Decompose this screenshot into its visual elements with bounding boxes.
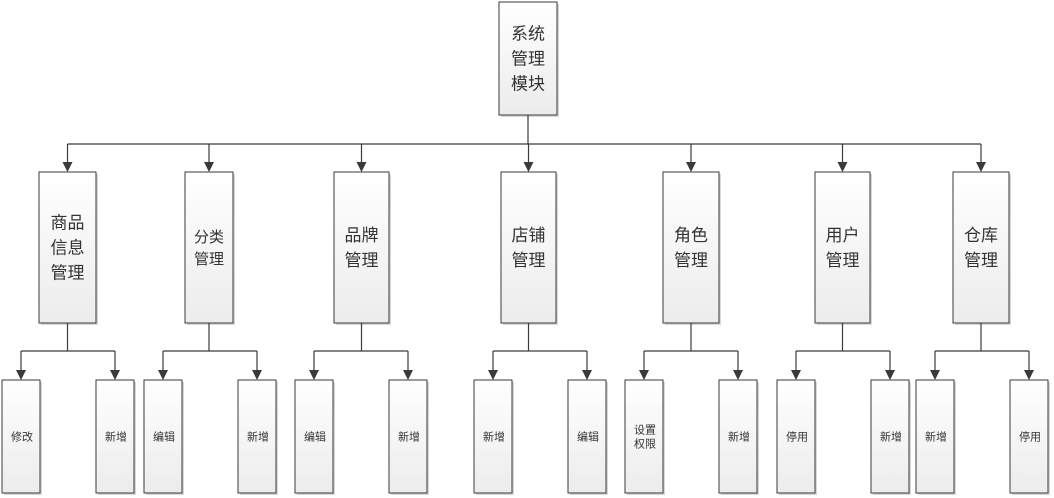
root-node-label: 管理 (511, 50, 545, 70)
function-node (237, 379, 277, 494)
arrow-icon (523, 162, 534, 172)
function-node (473, 379, 513, 494)
root-node-label: 系统 (511, 25, 545, 45)
arrow-icon (791, 370, 801, 380)
arrow-icon (62, 162, 73, 172)
module-node-label: 商品 (51, 214, 85, 234)
module-node (814, 171, 871, 324)
function-node (388, 379, 428, 494)
arrow-icon (837, 162, 848, 172)
function-node (1, 379, 41, 494)
function-node (294, 379, 334, 494)
function-node-label: 新增 (728, 429, 750, 443)
function-node-label: 修改 (11, 429, 33, 443)
arrow-icon (16, 370, 26, 380)
function-node (624, 379, 664, 494)
module-node-label: 管理 (674, 251, 708, 271)
function-node (915, 379, 955, 494)
function-node-label: 新增 (398, 429, 420, 443)
function-node (95, 379, 135, 494)
function-node (143, 379, 183, 494)
function-node-label: 新增 (880, 429, 902, 443)
module-node-label: 用户 (826, 226, 860, 246)
function-node (718, 379, 758, 494)
module-node (333, 171, 390, 324)
arrow-icon (976, 162, 986, 172)
module-node-label: 仓库 (964, 226, 998, 246)
function-node (1009, 379, 1049, 494)
function-node-label: 编辑 (153, 429, 175, 443)
function-node (870, 379, 910, 494)
module-node-label: 管理 (51, 264, 85, 284)
module-node-label: 角色 (674, 226, 708, 246)
module-node-label: 管理 (826, 251, 860, 271)
function-node-label: 新增 (925, 429, 947, 443)
function-node (776, 379, 816, 494)
module-node-label: 管理 (345, 251, 379, 271)
function-node-label: 新增 (483, 429, 505, 443)
module-node-label: 信息 (51, 239, 85, 259)
arrow-icon (930, 370, 940, 380)
arrow-icon (158, 370, 168, 380)
function-node-label: 停用 (1019, 429, 1041, 443)
root-node-label: 模块 (511, 75, 545, 95)
module-node (184, 171, 234, 324)
root-node (498, 1, 558, 116)
arrow-icon (252, 370, 262, 380)
arrow-icon (488, 370, 498, 380)
module-node-label: 店铺 (512, 226, 546, 246)
function-node-label: 新增 (247, 429, 269, 443)
arrow-icon (204, 162, 214, 172)
arrow-icon (1024, 370, 1034, 380)
function-node-label: 新增 (105, 429, 127, 443)
function-node-label: 编辑 (304, 429, 326, 443)
module-node-label: 分类 (194, 228, 224, 246)
function-node (567, 379, 607, 494)
function-node-label: 设置 (634, 423, 656, 436)
arrow-icon (582, 370, 592, 380)
module-node-label: 管理 (964, 251, 998, 271)
arrow-icon (639, 370, 649, 380)
module-node (500, 171, 557, 324)
arrow-icon (403, 370, 413, 380)
arrow-icon (885, 370, 895, 380)
function-node-label: 编辑 (577, 429, 599, 443)
arrow-icon (686, 162, 696, 172)
module-node-label: 管理 (194, 250, 224, 268)
arrow-icon (733, 370, 743, 380)
module-node (662, 171, 720, 324)
function-node-label: 停用 (786, 429, 808, 443)
function-node-label: 权限 (634, 437, 656, 450)
arrow-icon (309, 370, 319, 380)
module-node-label: 管理 (512, 251, 546, 271)
module-node (952, 171, 1010, 324)
module-node-label: 品牌 (345, 226, 379, 246)
arrow-icon (356, 162, 367, 172)
arrow-icon (110, 370, 120, 380)
